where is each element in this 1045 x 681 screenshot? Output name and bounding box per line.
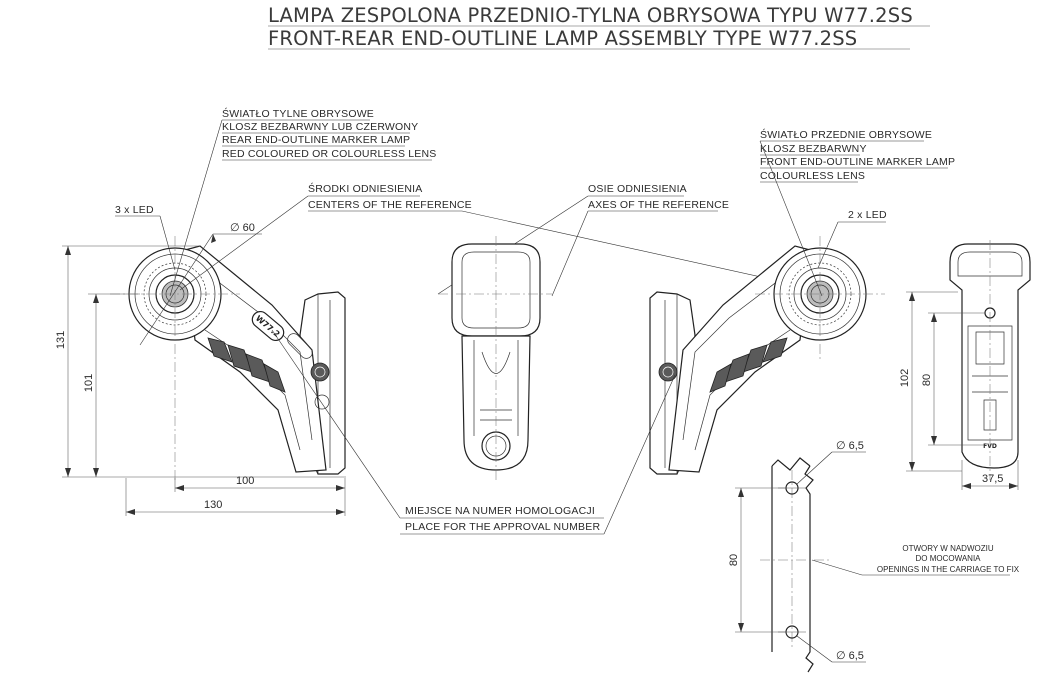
rear-lamp-pl1: ŚWIATŁO TYLNE OBRYSOWE [222,107,374,120]
approval-en: PLACE FOR THE APPROVAL NUMBER [405,521,600,533]
view-right-side [649,236,885,475]
view-center-front [438,236,552,480]
title-polish: LAMPA ZESPOLONA PRZEDNIO-TYLNA OBRYSOWA … [268,4,913,27]
axes-pl: OSIE ODNIESIENIA [588,183,687,195]
title-english: FRONT-REAR END-OUTLINE LAMP ASSEMBLY TYP… [268,27,857,50]
rear-led-label: 3 x LED [115,204,154,216]
reference-callouts: ŚRODKI ODNIESIENIA CENTERS OF THE REFERE… [179,182,821,297]
openings-l1: OTWORY W NADWOZIU [902,544,993,553]
title-block: LAMPA ZESPOLONA PRZEDNIO-TYLNA OBRYSOWA … [268,4,930,50]
openings-l3: OPENINGS IN THE CARRIAGE TO FIX [877,565,1020,574]
dimensions-far-right: 102 80 37,5 [899,291,1019,490]
axes-en: AXES OF THE REFERENCE [588,199,729,211]
front-lamp-en2: COLOURLESS LENS [760,170,865,182]
dim-37-5: 37,5 [982,473,1003,485]
dim-80-side: 80 [921,374,933,386]
centers-en: CENTERS OF THE REFERENCE [308,199,472,211]
dim-130: 130 [204,499,222,511]
rear-lamp-en1: REAR END-OUTLINE MARKER LAMP [222,134,410,146]
front-lamp-pl2: KLOSZ BEZBARWNY [760,143,867,155]
rear-lamp-callout: ŚWIATŁO TYLNE OBRYSOWE KLOSZ BEZBARWNY L… [115,107,437,297]
rear-lamp-pl2: KLOSZ BEZBARWNY LUB CZERWONY [222,121,418,133]
mounting-holes-detail: ∅ 6,5 ∅ 6,5 80 OTWORY W NADWOZIU DO MOCO… [728,440,1020,673]
centers-pl: ŚRODKI ODNIESIENIA [308,182,422,195]
front-lamp-en1: FRONT END-OUTLINE MARKER LAMP [760,156,955,168]
rear-lamp-en2: RED COLOURED OR COLOURLESS LENS [222,148,437,160]
front-lamp-callout: ŚWIATŁO PRZEDNIE OBRYSOWE KLOSZ BEZBARWN… [759,128,955,297]
dim-hole-bottom: ∅ 6,5 [836,650,864,662]
dim-hole-top: ∅ 6,5 [836,440,864,452]
dim-100: 100 [236,475,254,487]
approval-callout: MIEJSCE NA NUMER HOMOLOGACJI PLACE FOR T… [271,329,676,535]
dim-diameter-60: ∅ 60 [230,222,255,234]
view-far-right: FVD [949,240,1031,480]
dimensions-left-view: 131 101 100 130 ∅ 60 [55,222,346,516]
approval-pl: MIEJSCE NA NUMER HOMOLOGACJI [405,505,595,517]
dim-101: 101 [83,374,95,392]
dim-102: 102 [899,369,911,387]
vent-slots-right [709,337,788,393]
vent-slots-left [207,337,286,393]
model-stamp-left: W77.2 [251,310,285,342]
view-left-side: W77.2 [110,236,346,480]
openings-l2: DO MOCOWANIA [915,554,981,563]
dim-131: 131 [55,331,67,349]
front-lamp-pl1: ŚWIATŁO PRZEDNIE OBRYSOWE [760,128,932,141]
front-led-label: 2 x LED [848,209,887,221]
dim-holes-80: 80 [728,554,740,566]
